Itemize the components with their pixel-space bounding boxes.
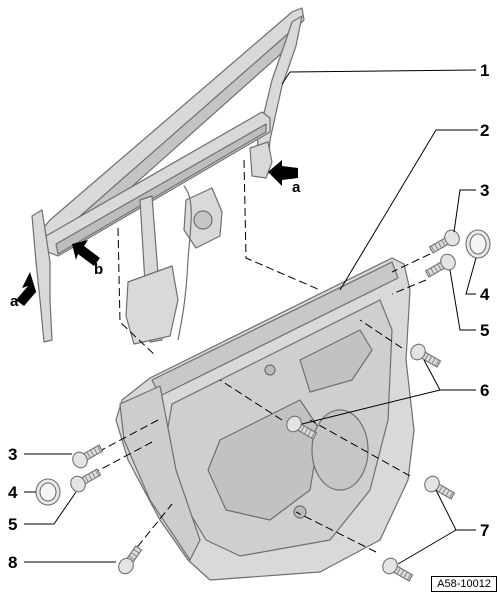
- bolt-icon: [410, 343, 442, 368]
- leader-5-right: [449, 269, 476, 331]
- frame-belt-rail-edge: [55, 123, 267, 255]
- callout-4-left: 4: [8, 483, 18, 502]
- leader-5-left: [24, 491, 77, 525]
- leader-4-right: [465, 257, 477, 295]
- arrow-b: [72, 240, 100, 266]
- dash-bolt5r: [391, 279, 427, 295]
- callout-5-right: 5: [480, 321, 489, 340]
- callout-6: 6: [480, 381, 489, 400]
- dash-bolt7b: [295, 511, 377, 553]
- leader-6: [301, 359, 476, 425]
- callout-2: 2: [480, 121, 489, 140]
- leader-7: [397, 489, 476, 565]
- dash-bolt8: [129, 503, 173, 557]
- callout-4-right: 4: [480, 285, 490, 304]
- leader-2: [339, 129, 478, 291]
- cap-icon: [35, 478, 61, 506]
- fasteners: [35, 229, 491, 582]
- frame-upper-bracket: [249, 141, 273, 179]
- frame-front-guide: [31, 209, 53, 343]
- regulator-cable: [177, 185, 192, 341]
- bolt-icon: [424, 475, 456, 500]
- bolt-icon: [424, 253, 456, 278]
- door-panel-opening-upper: [299, 329, 373, 393]
- panel-hole: [264, 364, 276, 376]
- dash-bolt7a: [309, 419, 411, 477]
- leader-1: [281, 69, 477, 85]
- dash-frame-to-panel-right: [243, 159, 321, 291]
- callout-5-left: 5: [8, 515, 17, 534]
- arrow-label-b: b: [94, 261, 103, 278]
- arrow-label-a-left: a: [10, 293, 19, 310]
- assembly-dashed-lines: [91, 159, 431, 557]
- callout-3-right: 3: [480, 181, 489, 200]
- leader-3-right: [453, 189, 476, 233]
- callout-1: 1: [480, 61, 489, 80]
- arrow-label-a-right: a: [292, 179, 301, 196]
- callout-7: 7: [480, 521, 489, 540]
- bolt-icon: [286, 415, 318, 440]
- dash-bolt6b: [219, 379, 283, 421]
- motor-gear: [193, 210, 213, 230]
- bolt-icon: [382, 557, 414, 582]
- dash-bolt3r: [391, 253, 431, 273]
- door-inner-panel: [115, 257, 415, 581]
- door-panel-front-flange: [119, 385, 201, 561]
- bolt-icon: [70, 468, 102, 493]
- cap-icon: [465, 229, 491, 259]
- reference-number: A58-10012: [431, 576, 497, 592]
- bolt-icon: [428, 229, 460, 254]
- dash-frame-to-panel-left: [117, 227, 157, 357]
- leader-lines: [24, 69, 478, 565]
- window-frame-assembly: [31, 7, 305, 345]
- bolt-icon: [118, 545, 143, 575]
- arrow-a-right: [268, 160, 298, 186]
- speaker-recess: [311, 409, 369, 491]
- regulator-lower-bracket: [125, 265, 179, 345]
- dash-bolt6a: [359, 319, 403, 349]
- bolt-icon: [72, 444, 104, 469]
- callout-3-left: 3: [8, 445, 17, 464]
- callout-8: 8: [8, 553, 17, 572]
- panel-hole: [293, 505, 307, 519]
- arrow-icon: [16, 160, 298, 306]
- arrow-a-left: [16, 272, 38, 306]
